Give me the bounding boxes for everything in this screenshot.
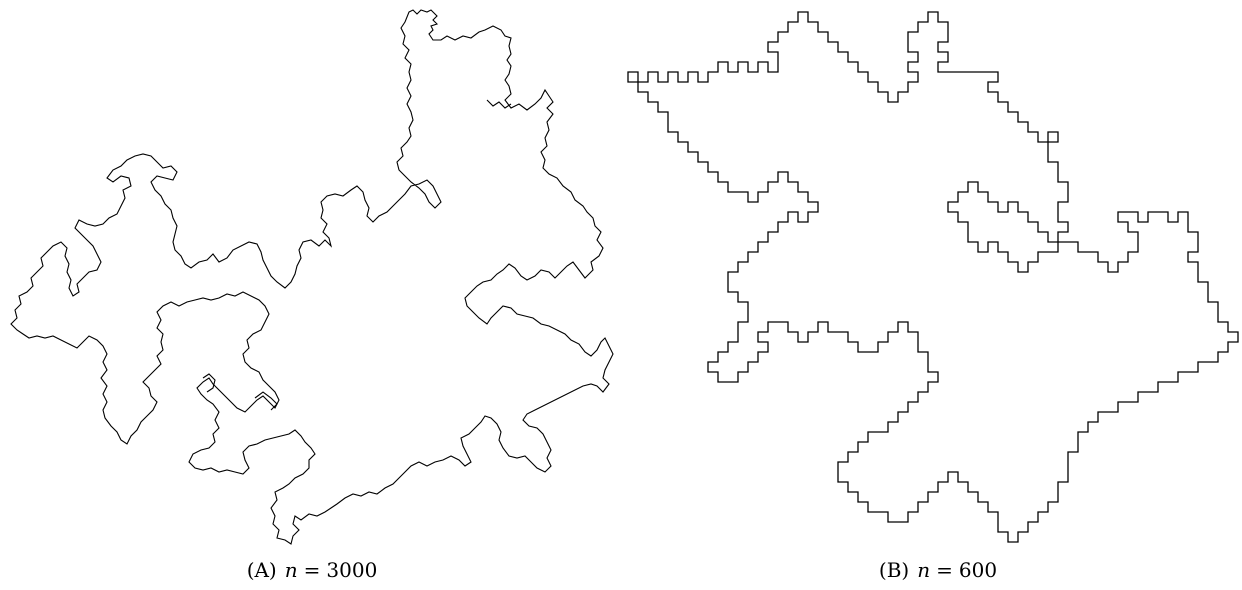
caption-b-label: (B) <box>878 558 910 582</box>
polygon-outline-a <box>10 9 614 545</box>
polygon-outline-b <box>627 11 1239 543</box>
caption-a-equals: = <box>303 558 321 582</box>
caption-a-value: 3000 <box>326 558 378 582</box>
caption-a-variable: n <box>284 558 298 582</box>
caption-a-label: (A) <box>246 558 277 582</box>
caption-b-value: 600 <box>958 558 998 582</box>
caption-b: (B) n=600 <box>879 558 997 582</box>
figure-panel-b: (B) n=600 <box>620 0 1242 590</box>
inner-bump-a <box>202 99 512 411</box>
lattice-polygon-a <box>10 9 614 545</box>
lattice-polygon-b <box>627 11 1239 543</box>
figure-panel-a: (A) n=3000 <box>0 0 620 590</box>
caption-b-equals: = <box>936 558 953 582</box>
caption-a: (A) n=3000 <box>247 558 378 582</box>
caption-b-variable: n <box>917 558 931 582</box>
